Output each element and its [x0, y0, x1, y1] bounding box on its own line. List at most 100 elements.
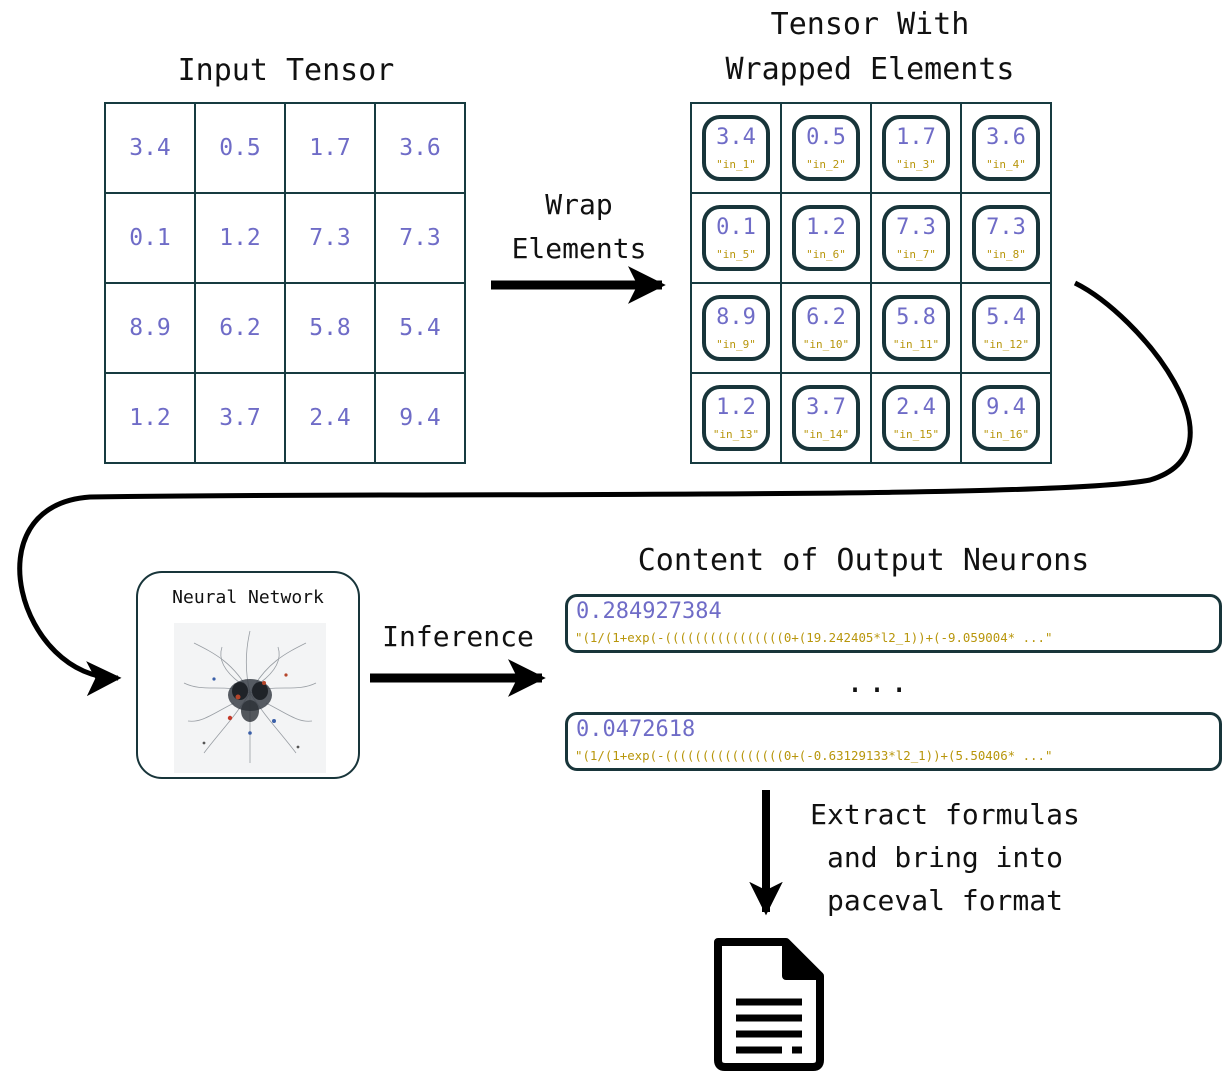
input-cell: 9.4: [375, 373, 465, 463]
input-cell: 3.6: [375, 103, 465, 193]
input-cell: 6.2: [195, 283, 285, 373]
wrapped-cell: 3.7 "in_14": [781, 373, 871, 463]
wrapped-element-name: "in_8": [986, 247, 1026, 261]
input-cell: 3.4: [105, 103, 195, 193]
output-neuron-value: 0.284927384: [576, 599, 722, 624]
wrapped-element: 7.3 "in_8": [972, 205, 1040, 271]
wrapped-element-value: 1.2: [716, 394, 756, 420]
wrapped-element: 3.7 "in_14": [792, 385, 860, 451]
wrapped-element-name: "in_14": [802, 427, 850, 441]
wrapped-cell: 3.4 "in_1": [691, 103, 781, 193]
input-cell: 2.4: [285, 373, 375, 463]
wrapped-element-value: 1.7: [896, 124, 936, 150]
output-neuron-1: 0.284927384 "(1/(1+exp(-((((((((((((((((…: [565, 594, 1222, 653]
wrapped-element-name: "in_3": [896, 157, 936, 171]
input-cell: 0.1: [105, 193, 195, 283]
wrapped-cell: 9.4 "in_16": [961, 373, 1051, 463]
wrapped-element-name: "in_7": [896, 247, 936, 261]
wrapped-cell: 5.8 "in_11": [871, 283, 961, 373]
output-neuron-2: 0.0472618 "(1/(1+exp(-((((((((((((((((0+…: [565, 712, 1222, 771]
input-cell: 5.8: [285, 283, 375, 373]
input-cell: 1.7: [285, 103, 375, 193]
wrapped-element: 5.8 "in_11": [882, 295, 950, 361]
wrapped-element: 3.6 "in_4": [972, 115, 1040, 181]
wrapped-element-value: 9.4: [986, 394, 1026, 420]
inference-label: Inference: [382, 620, 534, 653]
extract-label-line3: paceval format: [826, 884, 1063, 917]
wrapped-element-name: "in_16": [982, 427, 1030, 441]
wrapped-element: 8.9 "in_9": [702, 295, 770, 361]
wrapped-element: 1.2 "in_13": [702, 385, 770, 451]
wrapped-cell: 2.4 "in_15": [871, 373, 961, 463]
output-neuron-formula: "(1/(1+exp(-((((((((((((((((0+(19.242405…: [575, 630, 1053, 645]
wrap-label-line1: Wrap: [545, 188, 613, 221]
input-cell: 8.9: [105, 283, 195, 373]
output-neurons-title: Content of Output Neurons: [637, 543, 1090, 578]
wrapped-tensor-title-line2: Wrapped Elements: [725, 52, 1015, 87]
wrapped-tensor-grid: 3.4 "in_1" 0.5 "in_2" 1.7 "in_3" 3.6 "in_4" 0.1 "…: [690, 102, 1052, 464]
wrapped-cell: 7.3 "in_8": [961, 193, 1051, 283]
wrapped-element-value: 0.1: [716, 214, 756, 240]
neural-network-illustration: [174, 623, 326, 773]
wrapped-cell: 1.2 "in_13": [691, 373, 781, 463]
wrapped-element-name: "in_11": [892, 337, 940, 351]
wrapped-element-value: 6.2: [806, 304, 846, 330]
wrapped-element: 2.4 "in_15": [882, 385, 950, 451]
wrapped-element-value: 0.5: [806, 124, 846, 150]
extract-label-line1: Extract formulas: [810, 798, 1080, 831]
wrapped-cell: 3.6 "in_4": [961, 103, 1051, 193]
wrapped-element: 9.4 "in_16": [972, 385, 1040, 451]
wrapped-cell: 7.3 "in_7": [871, 193, 961, 283]
wrapped-element-name: "in_1": [716, 157, 756, 171]
wrapped-cell: 0.1 "in_5": [691, 193, 781, 283]
wrapped-element-name: "in_2": [806, 157, 846, 171]
neural-network-title: Neural Network: [172, 587, 324, 608]
wrapped-element: 7.3 "in_7": [882, 205, 950, 271]
input-cell: 1.2: [195, 193, 285, 283]
wrapped-element-value: 2.4: [896, 394, 936, 420]
input-cell: 0.5: [195, 103, 285, 193]
tensor-to-network-arrow: [17, 280, 1193, 697]
wrapped-cell: 5.4 "in_12": [961, 283, 1051, 373]
wrapped-element-name: "in_15": [892, 427, 940, 441]
wrapped-element: 1.7 "in_3": [882, 115, 950, 181]
wrapped-element-value: 3.7: [806, 394, 846, 420]
wrapped-element-name: "in_5": [716, 247, 756, 261]
wrapped-element-value: 3.6: [986, 124, 1026, 150]
wrapped-element-value: 3.4: [716, 124, 756, 150]
document-icon: [714, 938, 824, 1071]
input-cell: 3.7: [195, 373, 285, 463]
wrapped-element-name: "in_4": [986, 157, 1026, 171]
wrapped-element-value: 7.3: [986, 214, 1026, 240]
input-tensor-title: Input Tensor: [177, 53, 395, 88]
wrapped-element-name: "in_6": [806, 247, 846, 261]
wrapped-cell: 6.2 "in_10": [781, 283, 871, 373]
wrapped-element-name: "in_13": [712, 427, 760, 441]
wrapped-element-value: 5.4: [986, 304, 1026, 330]
input-cell: 7.3: [375, 193, 465, 283]
wrap-label-line2: Elements: [511, 232, 647, 265]
wrapped-element-name: "in_12": [982, 337, 1030, 351]
input-cell: 1.2: [105, 373, 195, 463]
wrapped-element-value: 8.9: [716, 304, 756, 330]
wrapped-element-name: "in_10": [802, 337, 850, 351]
wrapped-cell: 1.2"in_6": [781, 193, 871, 283]
input-cell: 7.3: [285, 193, 375, 283]
output-neuron-formula: "(1/(1+exp(-((((((((((((((((0+(-0.631291…: [575, 748, 1053, 763]
wrapped-element-value: 5.8: [896, 304, 936, 330]
wrapped-element: 3.4 "in_1": [702, 115, 770, 181]
wrapped-cell: 8.9 "in_9": [691, 283, 781, 373]
wrapped-cell: 1.7 "in_3": [871, 103, 961, 193]
wrapped-element-value: 7.3: [896, 214, 936, 240]
wrapped-element: 5.4 "in_12": [972, 295, 1040, 361]
ellipsis: ...: [846, 665, 913, 700]
wrapped-element: 1.2"in_6": [792, 205, 860, 271]
input-cell: 5.4: [375, 283, 465, 373]
wrapped-element-name: "in_9": [716, 337, 756, 351]
output-neuron-value: 0.0472618: [576, 717, 696, 742]
wrapped-cell: 0.5 "in_2": [781, 103, 871, 193]
wrapped-element: 6.2 "in_10": [792, 295, 860, 361]
